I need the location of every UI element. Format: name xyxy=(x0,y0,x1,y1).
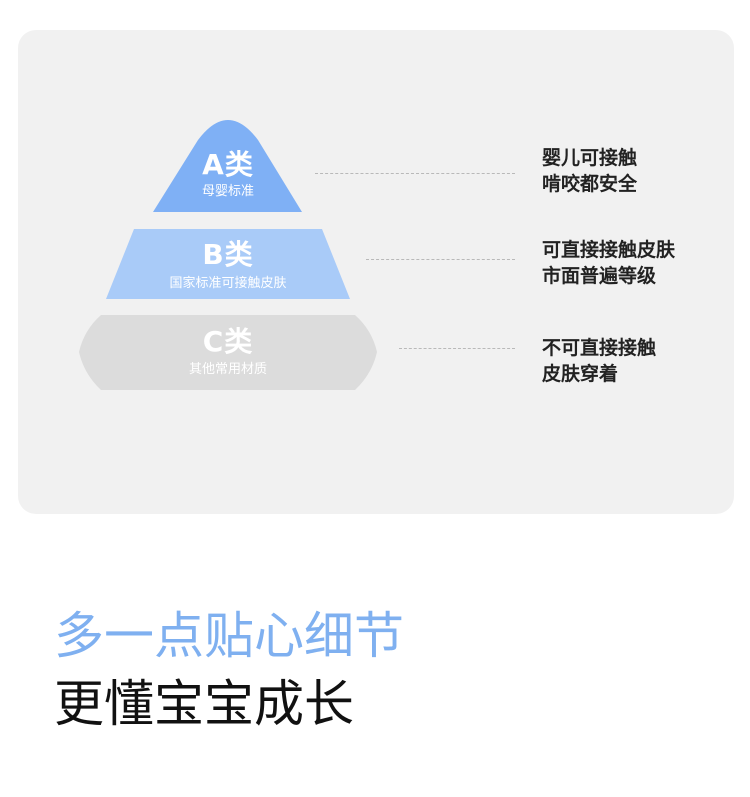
tier-b-grade: B类 xyxy=(202,238,254,271)
tier-b-description: 可直接接触皮肤 市面普遍等级 xyxy=(542,237,675,289)
tier-c-description: 不可直接接触 皮肤穿着 xyxy=(542,335,656,387)
tier-a-label: 母婴标准 xyxy=(201,184,254,199)
tier-b-label: 国家标准可接触皮肤 xyxy=(169,276,287,291)
tier-a-desc-line1: 婴儿可接触 xyxy=(542,147,638,169)
tier-b-desc-line1: 可直接接触皮肤 xyxy=(542,239,676,261)
grade-pyramid xyxy=(79,120,377,390)
tier-c-desc-line2: 皮肤穿着 xyxy=(542,363,619,385)
tier-b-shape xyxy=(106,229,350,299)
tier-c-shape xyxy=(79,315,377,390)
headline-line1: 多一点贴心细节 xyxy=(54,607,404,665)
tier-c-connector xyxy=(399,348,515,349)
tier-a-description: 婴儿可接触 啃咬都安全 xyxy=(542,145,637,197)
tier-a-shape xyxy=(153,120,302,212)
tier-a-connector xyxy=(315,173,515,174)
tier-c-label: 其他常用材质 xyxy=(188,362,267,377)
tier-b-connector xyxy=(366,259,515,260)
tier-c-grade: C类 xyxy=(202,325,254,358)
tier-a-grade: A类 xyxy=(202,148,254,181)
tier-b-desc-line2: 市面普遍等级 xyxy=(542,265,657,287)
headline-line2: 更懂宝宝成长 xyxy=(54,675,354,733)
tier-c-desc-line1: 不可直接接触 xyxy=(542,337,657,359)
tier-a-desc-line2: 啃咬都安全 xyxy=(542,173,638,195)
